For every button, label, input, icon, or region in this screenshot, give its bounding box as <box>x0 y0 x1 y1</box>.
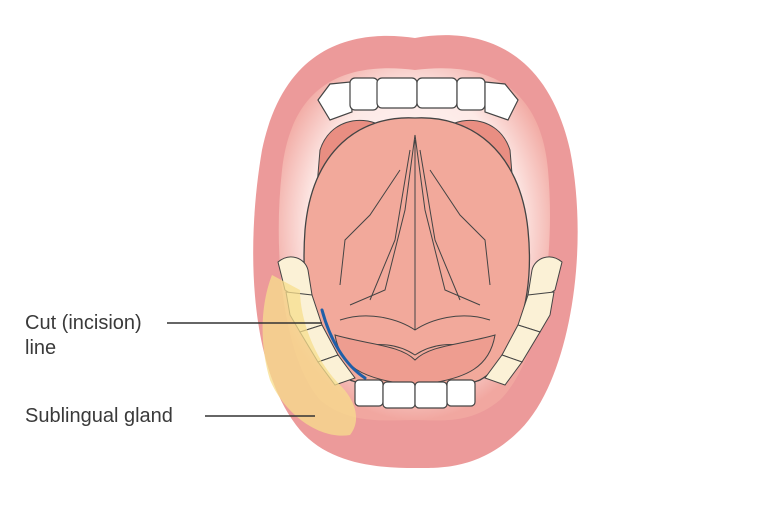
right-molars <box>484 256 563 386</box>
sublingual-gland-label: Sublingual gland <box>25 405 173 427</box>
upper-teeth <box>317 77 519 121</box>
incision-label: Cut (incision) line <box>25 311 142 361</box>
incision-label-line2: line <box>25 337 57 359</box>
floor-of-mouth <box>334 334 496 386</box>
lower-teeth <box>354 379 476 409</box>
tongue-veins <box>339 134 491 356</box>
sublingual-gland <box>262 275 357 436</box>
incision-line <box>320 308 367 380</box>
incision-label-line1: Cut (incision) <box>25 312 142 334</box>
